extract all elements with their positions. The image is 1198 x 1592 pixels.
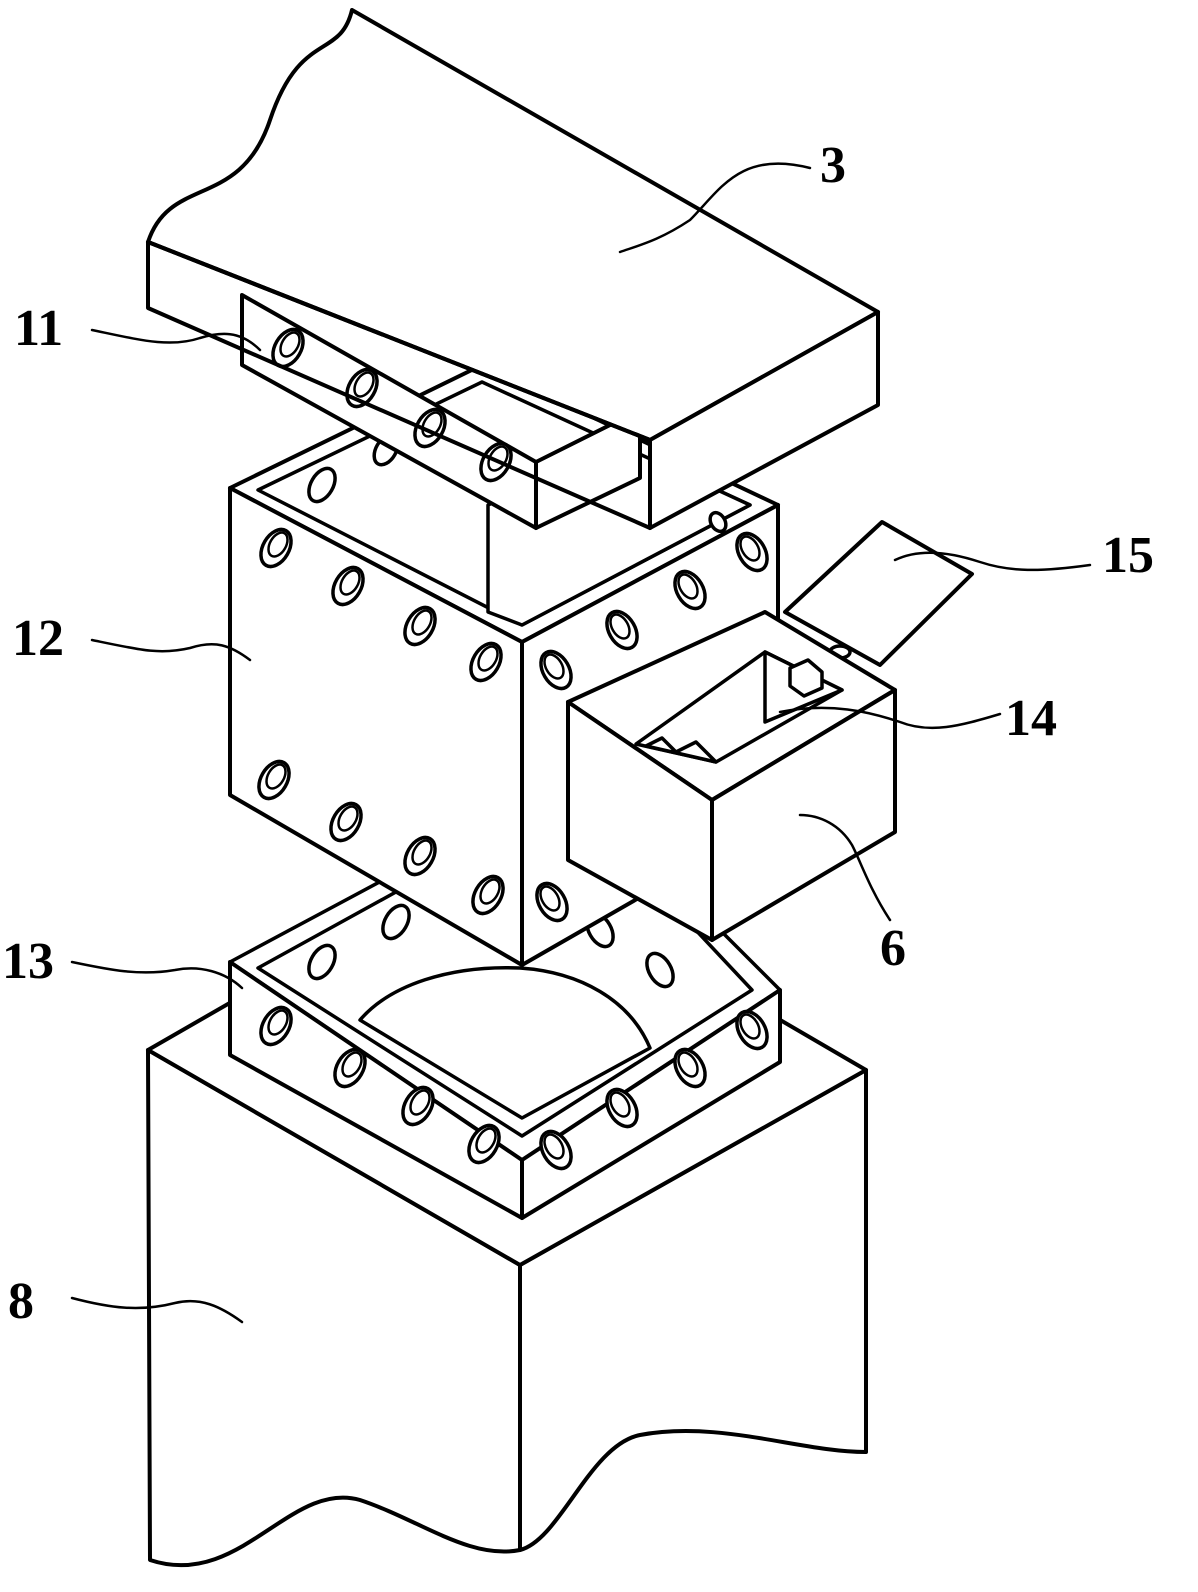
callout-3: 3 bbox=[820, 137, 846, 194]
side-box-clip-14 bbox=[788, 658, 824, 698]
bolt-hole bbox=[735, 531, 769, 573]
base-column-right-face bbox=[518, 1068, 868, 1552]
base-column-left-face bbox=[146, 1048, 522, 1568]
leader-lines bbox=[70, 162, 1092, 1324]
bolt-hole bbox=[257, 759, 291, 801]
top-beam-underside bbox=[146, 240, 652, 442]
bolt-hole bbox=[333, 1047, 367, 1089]
connector-cube-bolt-holes bbox=[257, 433, 769, 923]
bolt-hole bbox=[259, 527, 293, 569]
leader-14 bbox=[778, 706, 1002, 730]
side-box-slot-notch bbox=[644, 736, 718, 764]
callout-13: 13 bbox=[2, 933, 54, 990]
bolt-hole bbox=[471, 874, 505, 916]
bolt-hole bbox=[539, 1129, 573, 1171]
top-beam-top-face bbox=[146, 8, 880, 442]
leader-11 bbox=[90, 328, 262, 352]
lower-hoop-right-face bbox=[520, 988, 782, 1220]
bolt-hole bbox=[259, 1005, 293, 1047]
bolt-hole bbox=[605, 609, 639, 651]
leader-6 bbox=[798, 813, 892, 922]
callout-12: 12 bbox=[12, 610, 64, 667]
bolt-hole bbox=[331, 565, 365, 607]
bolt-hole bbox=[403, 835, 437, 877]
leader-12 bbox=[90, 638, 252, 662]
leader-13 bbox=[70, 960, 244, 990]
bolt-hole bbox=[469, 641, 503, 683]
top-beam bbox=[146, 8, 880, 530]
bolt-hole bbox=[605, 1087, 639, 1129]
lower-hoop-bolt-holes bbox=[259, 903, 769, 1171]
callout-labels: 3 11 12 13 15 14 6 8 bbox=[2, 137, 1154, 1330]
bolt-hole bbox=[708, 510, 728, 534]
leader-8 bbox=[70, 1296, 244, 1324]
bolt-hole bbox=[307, 943, 337, 981]
bolt-hole bbox=[539, 649, 573, 691]
leader-3 bbox=[618, 162, 812, 254]
bolt-hole bbox=[307, 466, 337, 504]
bolt-hole bbox=[735, 1009, 769, 1051]
bolt-hole bbox=[381, 903, 411, 941]
leader-15 bbox=[893, 551, 1092, 572]
callout-6: 6 bbox=[880, 920, 906, 977]
bolt-hole bbox=[673, 569, 707, 611]
lower-hoop-cavity bbox=[358, 965, 652, 1120]
upper-hoop-right-face bbox=[534, 408, 642, 530]
bolt-hole bbox=[403, 605, 437, 647]
bolt-hole bbox=[535, 881, 569, 923]
bolt-hole bbox=[329, 801, 363, 843]
callout-14: 14 bbox=[1005, 690, 1057, 747]
callout-8: 8 bbox=[8, 1273, 34, 1330]
callout-15: 15 bbox=[1102, 527, 1154, 584]
top-beam-side-face bbox=[648, 310, 880, 530]
bolt-hole bbox=[645, 951, 675, 989]
bolt-hole bbox=[467, 1123, 501, 1165]
bolt-hole bbox=[401, 1085, 435, 1127]
callout-11: 11 bbox=[14, 300, 63, 357]
bolt-hole bbox=[673, 1047, 707, 1089]
